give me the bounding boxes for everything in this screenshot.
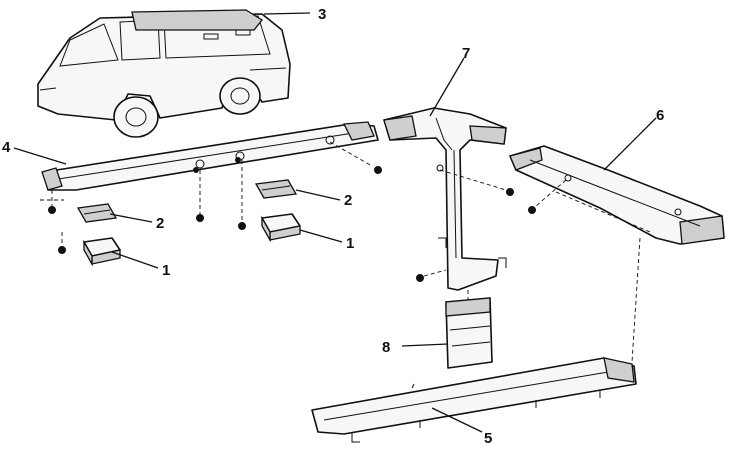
label-part-6: 6: [656, 107, 664, 124]
label-part-5: 5: [484, 430, 492, 447]
roof-duct-on-vehicle: [131, 9, 263, 31]
label-part-1-right: 1: [346, 235, 354, 252]
label-part-4: 4: [2, 139, 11, 156]
label-part-2-left: 2: [156, 215, 164, 232]
label-part-1-left: 1: [162, 262, 170, 279]
lower-duct: [311, 357, 637, 443]
screws-side-duct: [528, 179, 651, 363]
bracket-left: [76, 203, 118, 223]
rear-wheel: [219, 77, 261, 115]
label-part-8: 8: [382, 339, 390, 356]
riser-duct: [383, 107, 507, 291]
block-left: [83, 237, 121, 267]
bracket-right: [254, 179, 298, 199]
vehicle-outline: [37, 9, 291, 138]
front-wheel: [113, 96, 159, 138]
label-part-2-right: 2: [344, 192, 352, 209]
side-duct: [509, 145, 725, 245]
screws-upper-duct: [40, 141, 382, 254]
label-part-3: 3: [318, 6, 326, 23]
upper-duct: [41, 121, 379, 191]
label-part-7: 7: [462, 45, 470, 62]
leader-lines: [13, 12, 657, 433]
connector-sleeve: [445, 297, 493, 369]
screws-riser: [416, 169, 514, 300]
block-right: [261, 213, 301, 243]
